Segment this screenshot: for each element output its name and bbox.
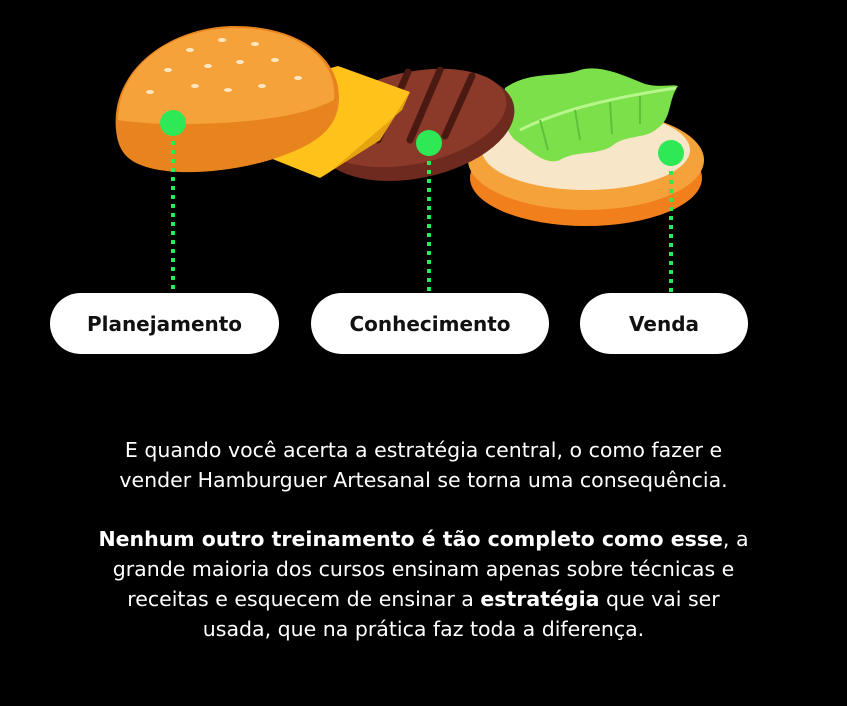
label-pill-sale: Venda xyxy=(580,293,748,354)
marker-dot-planning xyxy=(160,110,186,136)
lead-suffix-text: , a xyxy=(722,527,749,551)
intro-paragraph: E quando você acerta a estratégia centra… xyxy=(20,435,827,495)
label-planning: Planejamento xyxy=(86,311,243,336)
detail-line-4: usada, que na prática faz toda a diferen… xyxy=(202,617,645,641)
label-pill-knowledge: Conhecimento xyxy=(311,293,549,354)
bold-lead-text: Nenhum outro treinamento é tão completo … xyxy=(98,527,723,551)
burger-illustration xyxy=(115,26,704,293)
bottom-bun-lettuce-image xyxy=(468,68,704,226)
label-sale: Venda xyxy=(629,311,699,336)
label-knowledge: Conhecimento xyxy=(349,311,511,336)
detail-line-1: Nenhum outro treinamento é tão completo … xyxy=(20,524,827,554)
detail-paragraph: Nenhum outro treinamento é tão completo … xyxy=(20,524,827,644)
line3-end-text: que vai ser xyxy=(599,587,720,611)
label-pill-planning: Planejamento xyxy=(50,293,279,354)
strategy-bold-text: estratégia xyxy=(480,587,600,611)
intro-line-2: vender Hamburguer Artesanal se torna uma… xyxy=(119,468,728,492)
line3-start-text: receitas e esquecem de ensinar a xyxy=(127,587,481,611)
detail-line-3: receitas e esquecem de ensinar a estraté… xyxy=(20,584,827,614)
marker-dot-knowledge xyxy=(416,130,442,156)
intro-line-1: E quando você acerta a estratégia centra… xyxy=(124,438,723,462)
marker-dot-sale xyxy=(658,140,684,166)
detail-line-2: grande maioria dos cursos ensinam apenas… xyxy=(112,557,735,581)
